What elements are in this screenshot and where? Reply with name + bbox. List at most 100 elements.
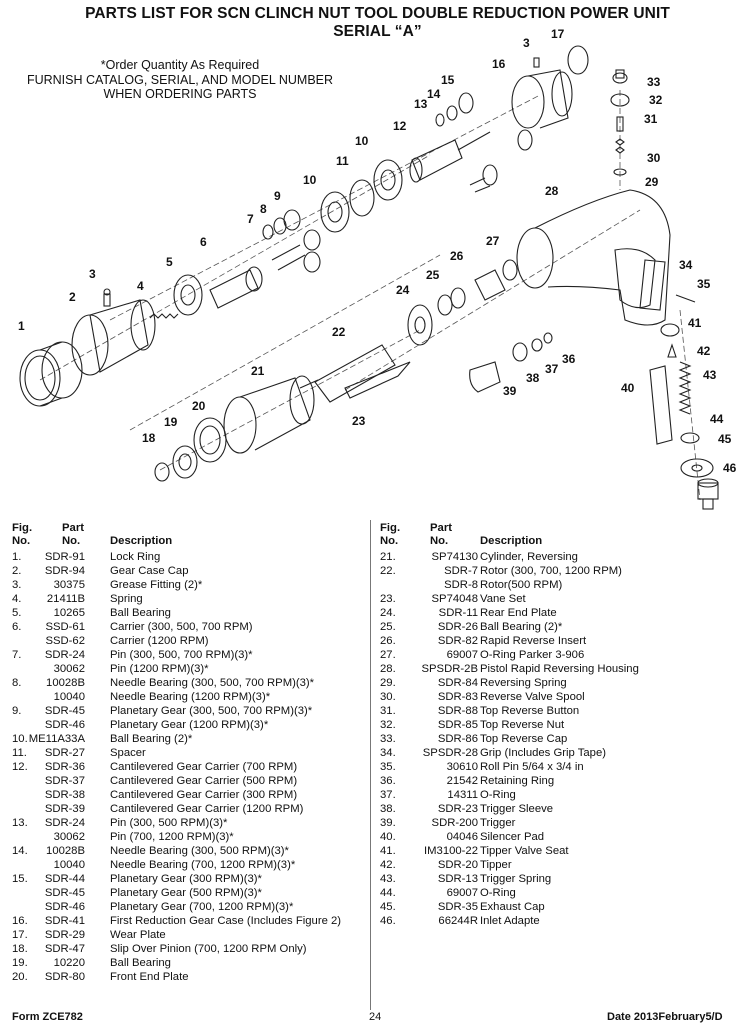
header-part: Part xyxy=(62,522,84,534)
part-description: Rapid Reverse Insert xyxy=(480,635,587,647)
part-ball-bearing-10a xyxy=(320,191,350,233)
callout: 44 xyxy=(710,412,724,426)
part-number: 10040 xyxy=(53,859,85,871)
part-description: Tipper Valve Seat xyxy=(480,845,569,857)
part-description: Ball Bearing (2)* xyxy=(110,733,193,745)
callout-labels: 1 2 3 4 5 6 7 8 9 10 11 12 13 14 15 16 3… xyxy=(18,27,737,475)
callout: 10 xyxy=(303,173,317,187)
column-divider xyxy=(370,520,371,1010)
part-description: Pistol Rapid Reversing Housing xyxy=(480,663,639,675)
part-cantilevered-gear-carrier xyxy=(409,131,491,183)
part-number: SDR-46 xyxy=(44,719,85,731)
part-number: 10040 xyxy=(53,691,85,703)
part-description: Needle Bearing (1200 RPM)(3)* xyxy=(110,691,271,703)
fig-number: 7. xyxy=(12,649,22,661)
part-number: 14311 xyxy=(447,789,478,801)
part-front-end-plate xyxy=(193,417,227,463)
part-ball-bearing-10b xyxy=(373,159,403,201)
part-pistol-housing xyxy=(516,189,671,326)
part-number: SDR-8 xyxy=(444,579,478,591)
part-grease-fitting xyxy=(103,288,111,307)
fig-number: 3. xyxy=(12,579,22,591)
part-grip xyxy=(639,259,666,311)
part-number: IM3100-22 xyxy=(423,845,478,857)
fig-number: 35. xyxy=(380,761,396,773)
part-number: SDR-91 xyxy=(44,551,85,563)
part-rotor xyxy=(299,344,396,403)
part-description: Pin (300, 500 RPM)(3)* xyxy=(110,817,228,829)
callout: 40 xyxy=(621,381,635,395)
part-number: 69007 xyxy=(446,649,478,661)
part-description: Front End Plate xyxy=(110,971,189,983)
part-description: Spring xyxy=(110,593,143,605)
callout: 11 xyxy=(336,154,349,168)
callout: 22 xyxy=(332,325,346,339)
part-number: SDR-38 xyxy=(44,789,85,801)
part-silencer-pad xyxy=(649,365,673,445)
part-description: Cantilevered Gear Carrier (700 RPM) xyxy=(110,761,298,773)
part-description: Inlet Adapte xyxy=(480,915,540,927)
part-description: Needle Bearing (300, 500, 700 RPM)(3)* xyxy=(110,677,315,689)
fig-number: 14. xyxy=(12,845,28,857)
part-description: Planetary Gear (500 RPM)(3)* xyxy=(110,887,262,899)
part-wear-plate xyxy=(567,45,589,75)
part-number: SP74130 xyxy=(431,551,478,563)
part-top-reverse-stack xyxy=(610,69,630,176)
part-inlet-adapter xyxy=(697,478,719,510)
part-number: SDR-82 xyxy=(437,635,478,647)
part-trigger-group xyxy=(469,332,553,393)
fig-number: 11. xyxy=(12,747,27,759)
part-number: SDR-84 xyxy=(437,677,478,689)
callout: 46 xyxy=(723,461,737,475)
part-number: SDR-86 xyxy=(437,733,478,745)
fig-number: 18. xyxy=(12,943,28,955)
callout: 1 xyxy=(18,319,25,333)
part-number: 30062 xyxy=(53,663,85,675)
part-description: Silencer Pad xyxy=(480,831,545,843)
diagram-artwork xyxy=(19,45,719,510)
part-number: SDR-7 xyxy=(444,565,478,577)
callout: 17 xyxy=(551,27,565,41)
part-number: SDR-37 xyxy=(44,775,85,787)
part-description: Reversing Spring xyxy=(480,677,567,689)
callout: 10 xyxy=(355,134,369,148)
part-number: SP74048 xyxy=(431,593,478,605)
fig-number: 23. xyxy=(380,593,396,605)
fig-number: 12. xyxy=(12,761,28,773)
header-part-no: No. xyxy=(62,535,81,547)
part-first-reduction-gear-case xyxy=(511,69,573,129)
fig-number: 41. xyxy=(380,845,396,857)
part-description: Retaining Ring xyxy=(480,775,555,787)
part-vane-set xyxy=(344,361,411,399)
part-description: Ball Bearing (2)* xyxy=(480,621,563,633)
part-number: 10220 xyxy=(53,957,85,969)
part-number: SDR-11 xyxy=(438,607,478,619)
callout: 38 xyxy=(526,371,540,385)
assembly-guide-lines xyxy=(39,90,701,501)
fig-number: 29. xyxy=(380,677,396,689)
header-description: Description xyxy=(480,535,543,547)
part-number: SDR-29 xyxy=(44,929,85,941)
callout: 36 xyxy=(562,352,576,366)
fig-number: 20. xyxy=(12,971,28,983)
